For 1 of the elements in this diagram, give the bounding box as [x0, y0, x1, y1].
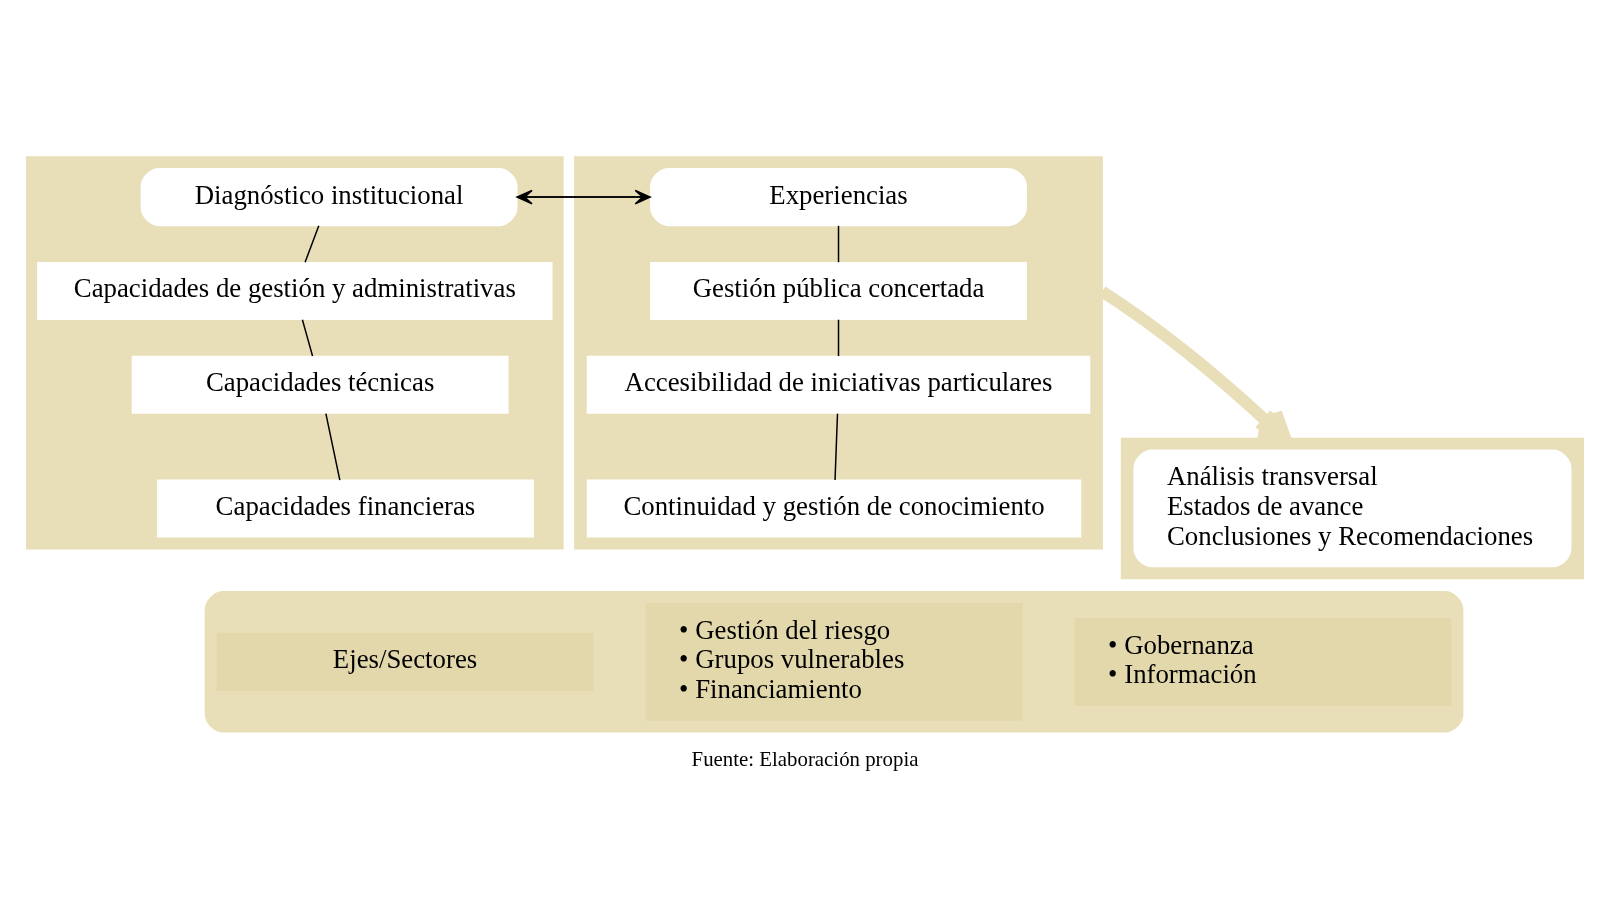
caption: Fuente: Elaboración propia: [691, 746, 919, 771]
